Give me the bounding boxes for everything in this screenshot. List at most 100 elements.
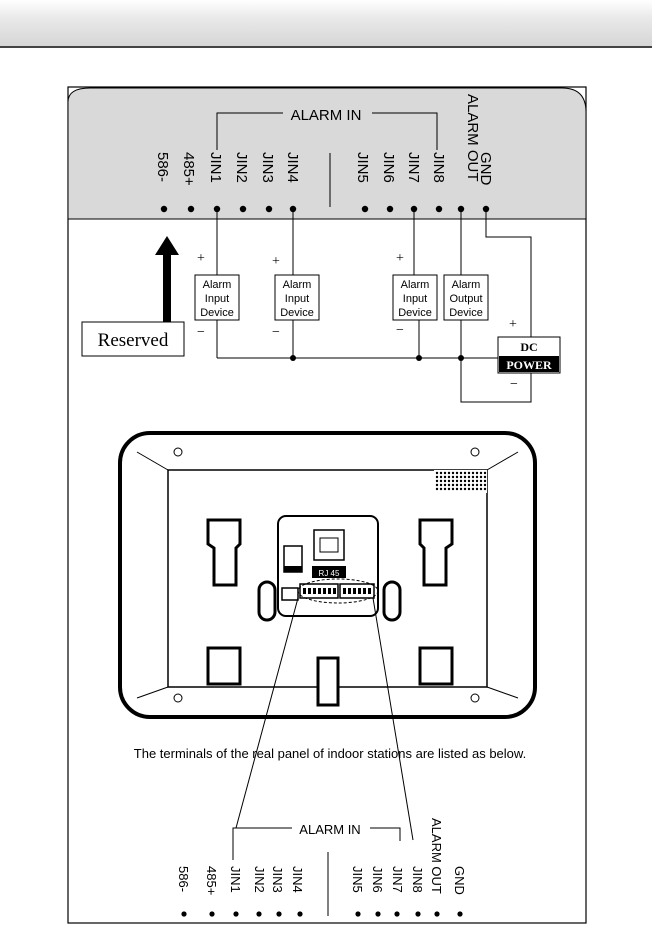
dc-power-band: [499, 356, 559, 372]
terminal-label-jin5-wrap: JIN5: [354, 152, 371, 183]
connector-pin: [353, 588, 356, 594]
terminal-label-jin7-wrap: JIN7: [405, 152, 422, 183]
grill-dot: [479, 487, 483, 491]
terminal-label-jin1-wrap: JIN1: [207, 152, 224, 183]
junction-dot: [290, 355, 296, 361]
grill-dot: [451, 483, 455, 487]
terminal-label-gnd: GND: [477, 152, 494, 186]
wire-gnd: [485, 209, 532, 337]
minus-sign: −: [396, 323, 404, 338]
terminal-dot-jin8: [435, 205, 443, 213]
alarm-in-label-bottom: ALARM IN: [299, 822, 360, 837]
bottom-terminal-label-jin4: JIN4: [290, 866, 305, 893]
connector-pins: [303, 588, 371, 594]
bottom-terminal-label-jin6: JIN6: [370, 866, 385, 893]
grill-dot: [467, 471, 471, 475]
terminal-connector-b: [339, 583, 375, 599]
speaker-grill-dots: [435, 471, 487, 491]
grill-dot: [483, 471, 487, 475]
grill-dot: [463, 487, 467, 491]
terminal-dot-jin3: [265, 205, 273, 213]
power-label: POWER: [506, 358, 552, 372]
alarm-output-device: Alarm Output Device: [443, 274, 489, 321]
device-label-line3: Device: [200, 307, 234, 319]
alarm-in-bracket-right-bottom: [370, 827, 401, 841]
grill-dot: [483, 479, 487, 483]
grill-dot: [475, 471, 479, 475]
grill-dot: [459, 471, 463, 475]
connector-pin: [343, 588, 346, 594]
leader-line-left: [235, 597, 299, 829]
connector-pin: [348, 588, 351, 594]
terminal-label-gnd-wrap: GND: [477, 152, 494, 186]
bottom-terminal-label-485: 485+: [204, 866, 219, 895]
grill-dot: [451, 479, 455, 483]
grill-dot: [479, 479, 483, 483]
terminal-label-586-wrap: 586-: [154, 152, 171, 182]
terminal-dot-jin6: [386, 205, 394, 213]
grill-dot: [467, 483, 471, 487]
device-label-line3: Device: [449, 307, 483, 319]
grill-dot: [455, 483, 459, 487]
grill-dot: [475, 487, 479, 491]
terminal-dot-485: [187, 205, 195, 213]
bottom-terminal-dots: [181, 911, 463, 917]
bottom-terminal-dot: [457, 911, 463, 917]
bottom-terminal-label-jin3-wrap: JIN3: [270, 866, 285, 893]
panel-bevel: [486, 686, 519, 699]
grill-dot: [479, 471, 483, 475]
grill-dot: [443, 475, 447, 479]
device-label-line3: Device: [398, 307, 432, 319]
grill-dot: [435, 475, 439, 479]
alarm-out-label-group: ALARM OUT: [464, 94, 481, 182]
rj45-socket: [319, 537, 339, 553]
device-box: [274, 274, 320, 321]
slot: [382, 580, 402, 622]
grill-dot: [463, 483, 467, 487]
small-port-band: [284, 566, 302, 572]
grill-dot: [467, 479, 471, 483]
panel-bevel: [486, 451, 519, 471]
grill-dot: [439, 471, 443, 475]
grill-dot: [483, 475, 487, 479]
bottom-terminal-label-jin4-wrap: JIN4: [290, 866, 305, 893]
connector-pin: [318, 588, 321, 594]
grill-dot: [455, 479, 459, 483]
grill-dot: [435, 471, 439, 475]
bottom-terminal-label-jin8-wrap: JIN8: [410, 866, 425, 893]
terminal-label-jin6: JIN6: [380, 152, 397, 183]
connector-pin: [363, 588, 366, 594]
rj45-port: [313, 529, 345, 561]
connector-pin: [358, 588, 361, 594]
device-label-line1: Alarm: [203, 279, 232, 291]
reserved-box: [81, 321, 185, 357]
bottom-terminal-label-jin6-wrap: JIN6: [370, 866, 385, 893]
terminal-label-jin5: JIN5: [354, 152, 371, 183]
terminal-label-485: 485+: [180, 152, 197, 186]
bottom-terminal-label-jin2-wrap: JIN2: [252, 866, 267, 893]
grill-dot: [479, 475, 483, 479]
bottom-terminal-label-586: 586-: [176, 866, 191, 892]
bottom-terminal-label-jin2: JIN2: [252, 866, 267, 893]
bottom-terminal-label-jin7: JIN7: [390, 866, 405, 893]
alarm-in-label: ALARM IN: [291, 107, 362, 124]
device-label-line2: Input: [403, 293, 427, 305]
diagram-frame: [67, 86, 587, 924]
grill-dot: [451, 471, 455, 475]
slot: [257, 580, 277, 622]
alarm-out-label-bottom-group: ALARM OUT: [429, 818, 444, 894]
grill-dot: [455, 475, 459, 479]
alarm-out-label-bottom: ALARM OUT: [429, 818, 444, 894]
terminal-label-jin8: JIN8: [430, 152, 447, 183]
device-label-line1: Alarm: [283, 279, 312, 291]
terminal-label-jin1: JIN1: [207, 152, 224, 183]
alarm-in-bracket-left: [216, 112, 283, 150]
terminal-label-jin7: JIN7: [405, 152, 422, 183]
screw-hole: [470, 693, 480, 703]
device-label-line2: Input: [285, 293, 309, 305]
bottom-terminal-dot: [297, 911, 303, 917]
dc-power-source: DC POWER + −: [497, 317, 561, 392]
